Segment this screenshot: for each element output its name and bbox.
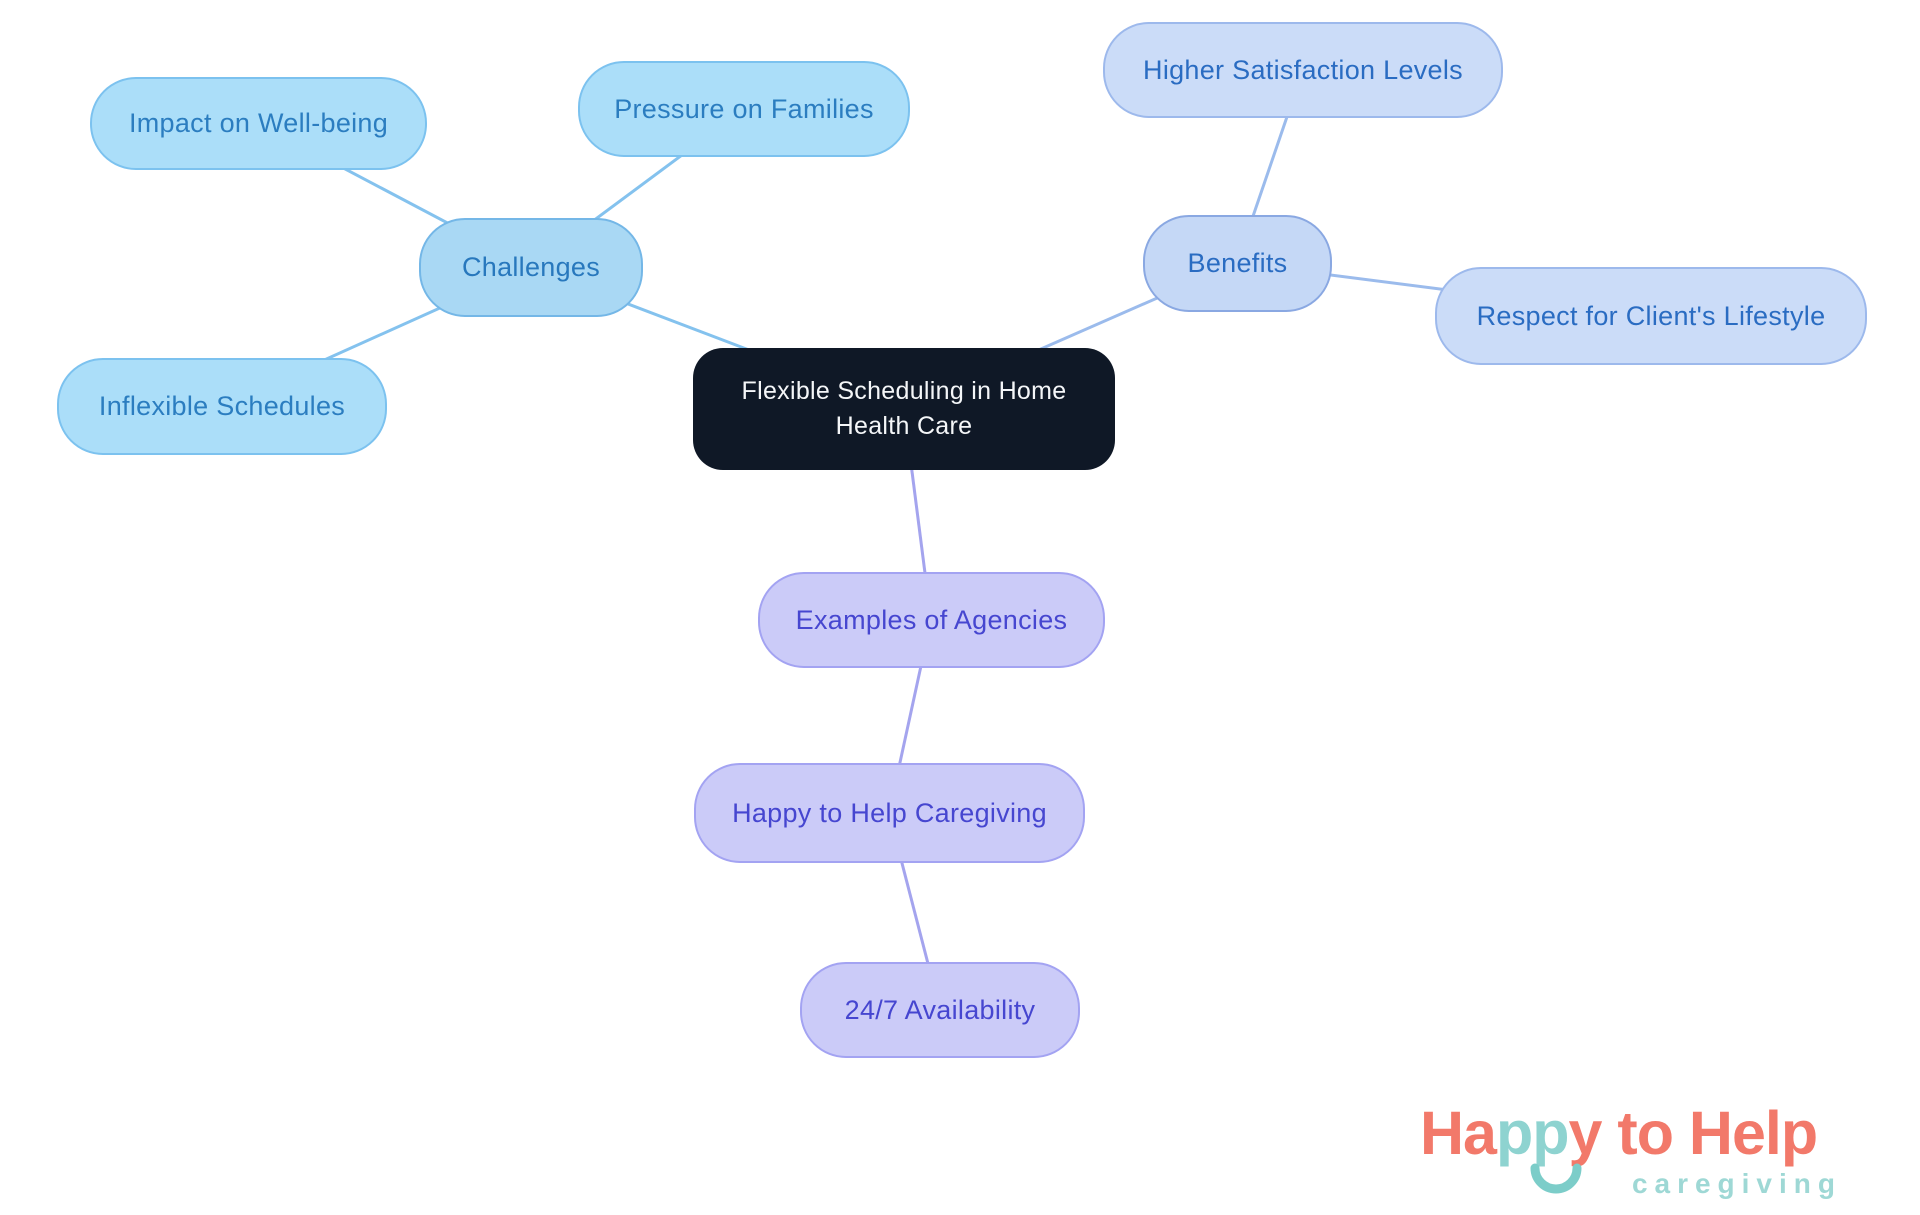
mindmap-node-impact-on-well-being[interactable]: Impact on Well-being bbox=[90, 77, 427, 170]
mindmap-node-pressure-on-families[interactable]: Pressure on Families bbox=[578, 61, 910, 157]
mindmap-node-higher-satisfaction-levels[interactable]: Higher Satisfaction Levels bbox=[1103, 22, 1503, 118]
mindmap-node-benefits[interactable]: Benefits bbox=[1143, 215, 1332, 312]
logo-text-segment: Ha bbox=[1420, 1099, 1497, 1167]
mindmap-node-inflexible-schedules[interactable]: Inflexible Schedules bbox=[57, 358, 387, 455]
mindmap-node-respect-for-clients-lifestyle[interactable]: Respect for Client's Lifestyle bbox=[1435, 267, 1867, 365]
mindmap-node-examples-of-agencies[interactable]: Examples of Agencies bbox=[758, 572, 1105, 668]
mindmap-node-challenges[interactable]: Challenges bbox=[419, 218, 643, 317]
mindmap-node-root[interactable]: Flexible Scheduling in Home Health Care bbox=[693, 348, 1115, 470]
logo-text-segment: pp bbox=[1495, 1099, 1570, 1167]
logo-tagline: caregiving bbox=[1631, 1168, 1842, 1199]
happy-to-help-logo: Happy to Help caregiving bbox=[1412, 1098, 1878, 1208]
logo-text-segment: y to Help bbox=[1568, 1099, 1819, 1167]
mindmap-node-happy-to-help-caregiving[interactable]: Happy to Help Caregiving bbox=[694, 763, 1085, 863]
mindmap-node-24-7-availability[interactable]: 24/7 Availability bbox=[800, 962, 1080, 1058]
smile-icon bbox=[1530, 1163, 1582, 1194]
logo-wordmark: Happy to Help bbox=[1420, 1098, 1878, 1168]
